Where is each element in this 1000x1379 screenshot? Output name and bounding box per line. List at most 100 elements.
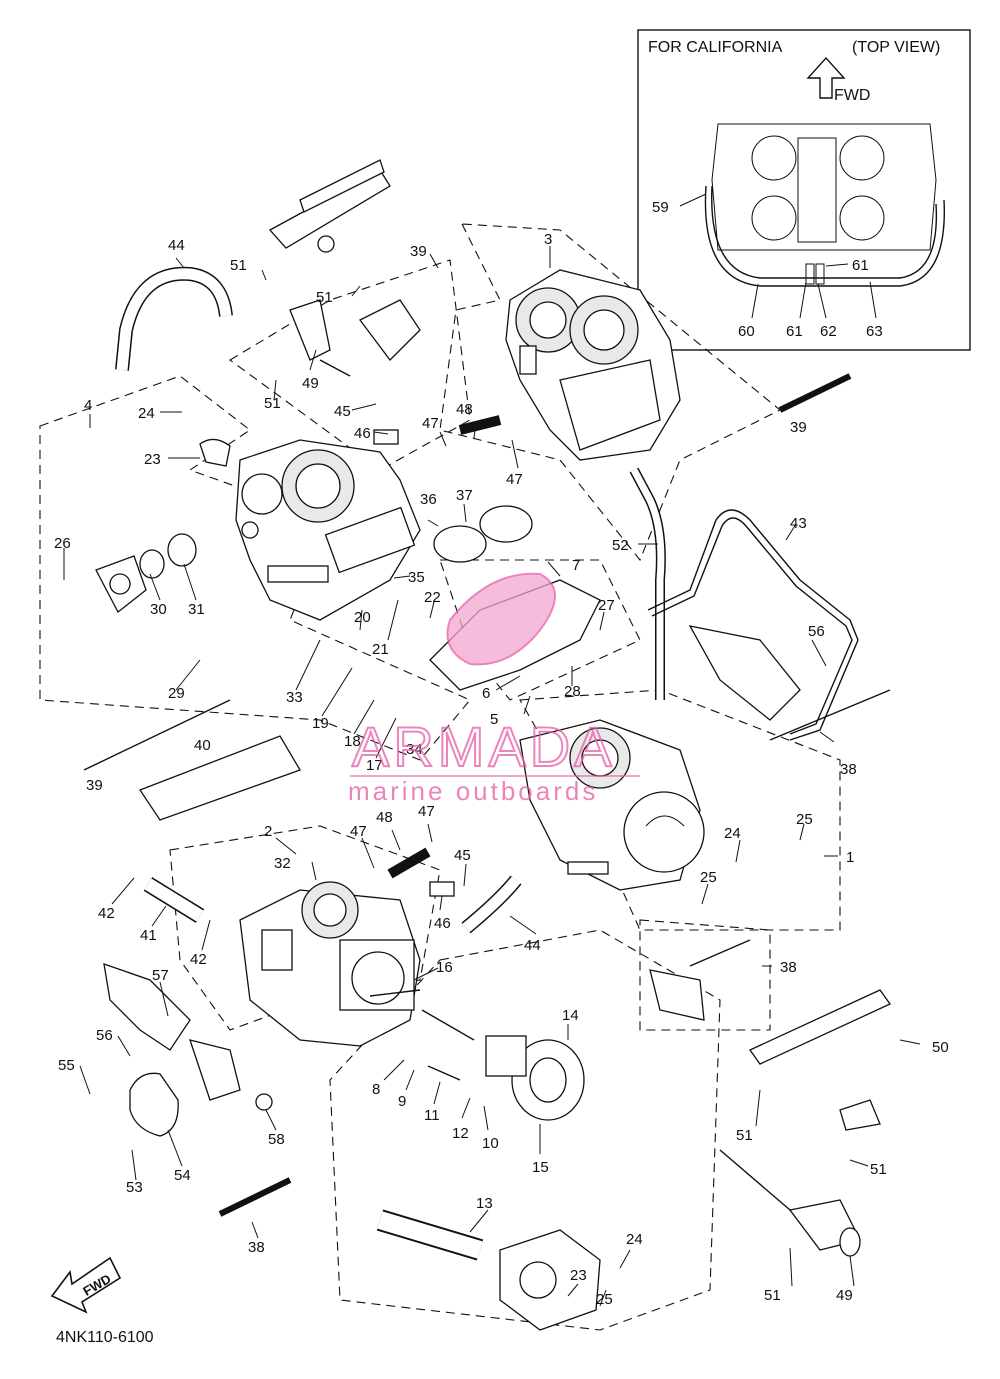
small-parts bbox=[83, 266, 891, 1331]
callout-62: 62 bbox=[820, 323, 837, 340]
callout-8: 8 bbox=[372, 1081, 380, 1098]
spring-38-bottom bbox=[218, 1177, 292, 1217]
pipe-43 bbox=[647, 509, 859, 741]
callout-51-f: 51 bbox=[764, 1287, 781, 1304]
callout-42-b: 42 bbox=[190, 951, 207, 968]
callout-13: 13 bbox=[476, 1195, 493, 1212]
callout-23-top: 23 bbox=[144, 451, 161, 468]
linkage-bracket-top bbox=[268, 159, 421, 377]
callout-51-e: 51 bbox=[870, 1161, 887, 1178]
watermark-tagline: marine outboards bbox=[348, 776, 598, 806]
callout-39-left: 39 bbox=[86, 777, 103, 794]
inset-left-title: FOR CALIFORNIA bbox=[648, 39, 783, 56]
callout-3: 3 bbox=[544, 231, 552, 248]
callout-44-top: 44 bbox=[168, 237, 185, 254]
callout-39-right: 39 bbox=[790, 419, 807, 436]
rod-39-left bbox=[83, 699, 231, 771]
callout-19: 19 bbox=[312, 715, 329, 732]
callout-2: 2 bbox=[264, 823, 272, 840]
callout-58: 58 bbox=[268, 1131, 285, 1148]
callout-32: 32 bbox=[274, 855, 291, 872]
diaphragm-group-outline bbox=[329, 929, 721, 1331]
callout-49-top: 49 bbox=[302, 375, 319, 392]
callout-numbers: 44 51 51 39 3 49 51 4 24 23 26 30 31 29 … bbox=[54, 231, 949, 1308]
assembly-4-outline bbox=[39, 375, 471, 761]
callout-41: 41 bbox=[140, 927, 157, 944]
callout-50: 50 bbox=[932, 1039, 949, 1056]
carb-body-4 bbox=[235, 439, 421, 621]
callout-53: 53 bbox=[126, 1179, 143, 1196]
callout-36: 36 bbox=[420, 491, 437, 508]
linkage-outline bbox=[229, 259, 471, 471]
callout-49-bottom: 49 bbox=[836, 1287, 853, 1304]
callout-47-d: 47 bbox=[418, 803, 435, 820]
inset-fwd-arrow-icon bbox=[806, 56, 846, 99]
callout-9: 9 bbox=[398, 1093, 406, 1110]
callout-27: 27 bbox=[598, 597, 615, 614]
watermark: ARMADA marine outboards bbox=[348, 572, 640, 806]
callout-61: 61 bbox=[786, 323, 803, 340]
callout-45-mid: 45 bbox=[454, 847, 471, 864]
watermark-logo-icon bbox=[446, 572, 556, 666]
callout-48-top: 48 bbox=[456, 401, 473, 418]
bracket-56 bbox=[688, 625, 801, 721]
callout-15: 15 bbox=[532, 1159, 549, 1176]
callout-63: 63 bbox=[866, 323, 883, 340]
callout-47-b: 47 bbox=[506, 471, 523, 488]
callout-24-top: 24 bbox=[138, 405, 155, 422]
callout-25-c: 25 bbox=[596, 1291, 613, 1308]
callout-52: 52 bbox=[612, 537, 629, 554]
callout-35: 35 bbox=[408, 569, 425, 586]
callout-4: 4 bbox=[84, 397, 92, 414]
callout-5: 5 bbox=[490, 711, 498, 728]
callout-55: 55 bbox=[58, 1057, 75, 1074]
callout-43: 43 bbox=[790, 515, 807, 532]
carb-body-1 bbox=[519, 719, 705, 891]
float-37 bbox=[433, 525, 487, 563]
callout-18: 18 bbox=[344, 733, 361, 750]
leader-lines bbox=[63, 246, 921, 1307]
callout-37: 37 bbox=[456, 487, 473, 504]
drawing-code: 4NK110-6100 bbox=[56, 1329, 154, 1346]
callout-60: 60 bbox=[738, 323, 755, 340]
callout-46-mid: 46 bbox=[434, 915, 451, 932]
callout-38-mid: 38 bbox=[780, 959, 797, 976]
callout-10: 10 bbox=[482, 1135, 499, 1152]
callout-34: 34 bbox=[406, 741, 423, 758]
callout-22: 22 bbox=[424, 589, 441, 606]
callout-39-top: 39 bbox=[410, 243, 427, 260]
callout-1: 1 bbox=[846, 849, 854, 866]
callout-51-a: 51 bbox=[230, 257, 247, 274]
callout-6: 6 bbox=[482, 685, 490, 702]
plate-40 bbox=[139, 735, 301, 821]
needle-16 bbox=[421, 1009, 475, 1041]
callout-44-bottom: 44 bbox=[524, 937, 541, 954]
callout-16: 16 bbox=[436, 959, 453, 976]
callout-61-b: 61 bbox=[852, 257, 869, 274]
callout-25-b: 25 bbox=[700, 869, 717, 886]
callout-31: 31 bbox=[188, 601, 205, 618]
callout-17: 17 bbox=[366, 757, 383, 774]
fwd-arrow-icon bbox=[50, 1256, 122, 1314]
callout-12: 12 bbox=[452, 1125, 469, 1142]
assembly-3-outline bbox=[439, 223, 782, 562]
callout-57: 57 bbox=[152, 967, 169, 984]
callout-51-d: 51 bbox=[736, 1127, 753, 1144]
carb-body-3 bbox=[505, 269, 681, 461]
cap-23-top bbox=[199, 438, 231, 467]
callout-24-right: 24 bbox=[724, 825, 741, 842]
rod-38-right bbox=[769, 689, 891, 741]
callout-7: 7 bbox=[572, 557, 580, 574]
callout-47-c: 47 bbox=[350, 823, 367, 840]
callout-51-b: 51 bbox=[316, 289, 333, 306]
inset-right-title: (TOP VIEW) bbox=[852, 39, 940, 56]
inset-frame bbox=[637, 29, 971, 351]
callout-46-top: 46 bbox=[354, 425, 371, 442]
callout-40: 40 bbox=[194, 737, 211, 754]
callout-24-bottom: 24 bbox=[626, 1231, 643, 1248]
inset-fwd-label: FWD bbox=[834, 87, 870, 104]
callout-25-a: 25 bbox=[796, 811, 813, 828]
callout-45-top: 45 bbox=[334, 403, 351, 420]
callout-29: 29 bbox=[168, 685, 185, 702]
callout-30: 30 bbox=[150, 601, 167, 618]
